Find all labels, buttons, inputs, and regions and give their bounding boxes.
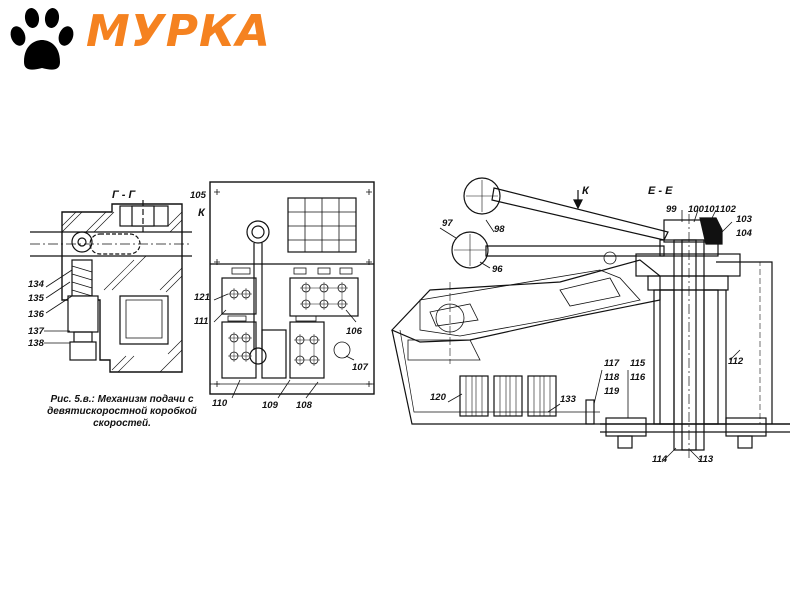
section-label-e: Е - Е — [648, 185, 673, 197]
part-label-101: 101 — [704, 204, 720, 215]
part-label-113: 113 — [698, 454, 714, 465]
part-label-120: 120 — [430, 392, 447, 403]
part-label-100: 100 — [688, 204, 705, 215]
part-label-111: 111 — [194, 316, 208, 327]
view-label-k-mid: К — [198, 207, 206, 219]
part-label-114: 114 — [652, 454, 668, 465]
part-label-115: 115 — [630, 358, 646, 369]
view-label-k-right: К — [582, 185, 590, 197]
part-label-110: 110 — [212, 398, 228, 409]
part-label-138: 138 — [28, 338, 45, 349]
part-label-112: 112 — [728, 356, 744, 367]
part-label-118: 118 — [604, 372, 620, 383]
panel-k-view — [209, 181, 375, 399]
part-label-103: 103 — [736, 214, 753, 225]
part-label-133: 133 — [560, 394, 577, 405]
part-label-117: 117 — [604, 358, 620, 369]
caption-line-3: скоростей. — [93, 418, 151, 429]
section-g-g-view — [30, 200, 192, 373]
part-label-108: 108 — [296, 400, 313, 411]
part-label-105: 105 — [190, 190, 207, 201]
logo: МУРКА — [0, 0, 310, 80]
part-label-116: 116 — [630, 372, 646, 383]
part-label-99: 99 — [666, 204, 677, 215]
caption-line-1: Рис. 5.в.: Механизм подачи с — [50, 394, 194, 405]
part-label-97: 97 — [442, 218, 453, 229]
section-label-g: Г - Г — [112, 189, 137, 201]
part-label-119: 119 — [604, 386, 620, 397]
paw-icon — [10, 8, 74, 70]
caption-line-2: девятискоростной коробкой — [47, 406, 197, 417]
part-label-102: 102 — [720, 204, 737, 215]
part-label-98: 98 — [494, 224, 505, 235]
part-label-136: 136 — [28, 309, 45, 320]
part-label-106: 106 — [346, 326, 363, 337]
part-label-109: 109 — [262, 400, 279, 411]
section-e-e-view — [390, 177, 790, 463]
part-label-135: 135 — [28, 293, 45, 304]
part-label-104: 104 — [736, 228, 753, 239]
part-label-96: 96 — [492, 264, 503, 275]
part-label-137: 137 — [28, 326, 45, 337]
drawing-labels: Г - Г Е - Е К К 134 135 136 137 138 105 … — [28, 185, 753, 465]
part-label-134: 134 — [28, 279, 45, 290]
logo-wordmark: МУРКА — [86, 6, 271, 57]
figure-caption: Рис. 5.в.: Механизм подачи с девятискоро… — [32, 394, 212, 430]
part-label-107: 107 — [352, 362, 369, 373]
part-label-121: 121 — [194, 292, 210, 303]
